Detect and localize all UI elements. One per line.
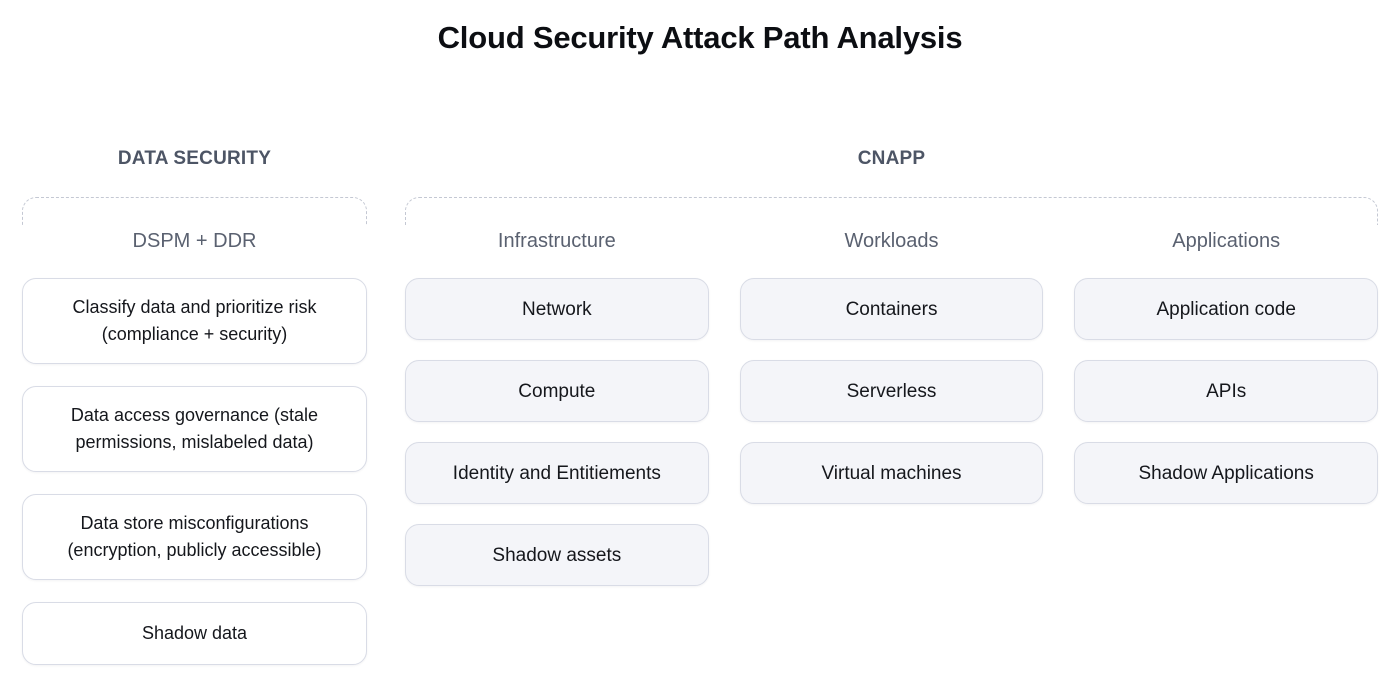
cnapp-columns: Infrastructure Network Compute Identity … — [405, 225, 1379, 586]
workloads-card-list: Containers Serverless Virtual machines — [739, 278, 1044, 504]
card-shadow-assets: Shadow assets — [405, 524, 709, 586]
card-compute: Compute — [405, 360, 709, 422]
infrastructure-column: Infrastructure Network Compute Identity … — [405, 225, 709, 586]
card-network: Network — [405, 278, 709, 340]
card-shadow-data: Shadow data — [22, 602, 367, 665]
applications-column-label: Applications — [1172, 230, 1281, 252]
card-serverless: Serverless — [739, 360, 1044, 422]
workloads-column-label: Workloads — [844, 230, 939, 252]
card-classify-data: Classify data and prioritize risk (compl… — [22, 278, 367, 364]
cnapp-header: CNAPP — [857, 148, 926, 169]
card-identity-and-entitlements: Identity and Entitiements — [405, 442, 709, 504]
cnapp-group-outline — [405, 197, 1378, 225]
card-containers: Containers — [739, 278, 1044, 340]
data-security-card-list: Classify data and prioritize risk (compl… — [22, 278, 367, 665]
applications-column: Applications Application code APIs Shado… — [1074, 225, 1379, 586]
card-data-access-governance: Data access governance (stale permission… — [22, 386, 367, 472]
card-application-code: Application code — [1074, 278, 1379, 340]
infrastructure-column-label: Infrastructure — [497, 230, 616, 252]
page-title: Cloud Security Attack Path Analysis — [437, 20, 963, 55]
dspm-ddr-group-outline — [22, 197, 367, 225]
dspm-ddr-group-label: DSPM + DDR — [132, 230, 257, 252]
card-virtual-machines: Virtual machines — [739, 442, 1044, 504]
infrastructure-card-list: Network Compute Identity and Entitiement… — [405, 278, 709, 586]
applications-card-list: Application code APIs Shadow Application… — [1074, 278, 1379, 504]
data-security-header: DATA SECURITY — [117, 148, 272, 169]
cnapp-section: CNAPP Infrastructure Network Compute Ide… — [405, 148, 1379, 586]
card-data-store-misconfigurations: Data store misconfigurations (encryption… — [22, 494, 367, 580]
workloads-column: Workloads Containers Serverless Virtual … — [739, 225, 1044, 586]
data-security-section: DATA SECURITY DSPM + DDR Classify data a… — [22, 148, 367, 665]
card-shadow-applications: Shadow Applications — [1074, 442, 1379, 504]
card-apis: APIs — [1074, 360, 1379, 422]
